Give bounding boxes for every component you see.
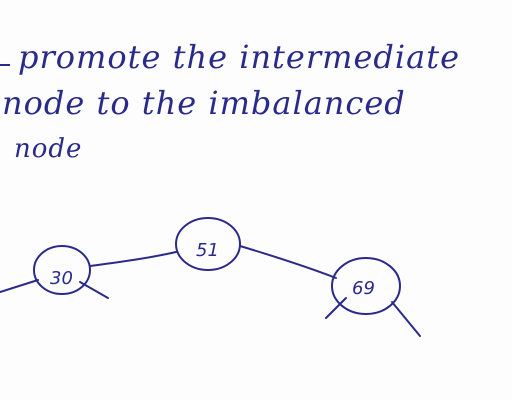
- edge-left-offscreen-to-30: [0, 279, 39, 293]
- note-line-2: node to the imbalanced: [2, 84, 406, 122]
- edge-69-left-child: [325, 297, 347, 319]
- edge-51-to-69: [239, 245, 337, 279]
- node-30-label: 30: [50, 268, 73, 289]
- edge-69-right-child: [391, 301, 421, 337]
- bullet-dash: [0, 64, 10, 66]
- node-51-label: 51: [196, 240, 219, 261]
- node-69-circle: [331, 257, 401, 315]
- edge-30-to-51: [89, 251, 177, 267]
- note-line-1: promote the intermediate: [18, 38, 461, 76]
- node-30-circle: [33, 245, 91, 295]
- node-69-label: 69: [352, 278, 375, 299]
- note-line-3: node: [14, 134, 83, 164]
- node-51-circle: [175, 217, 241, 271]
